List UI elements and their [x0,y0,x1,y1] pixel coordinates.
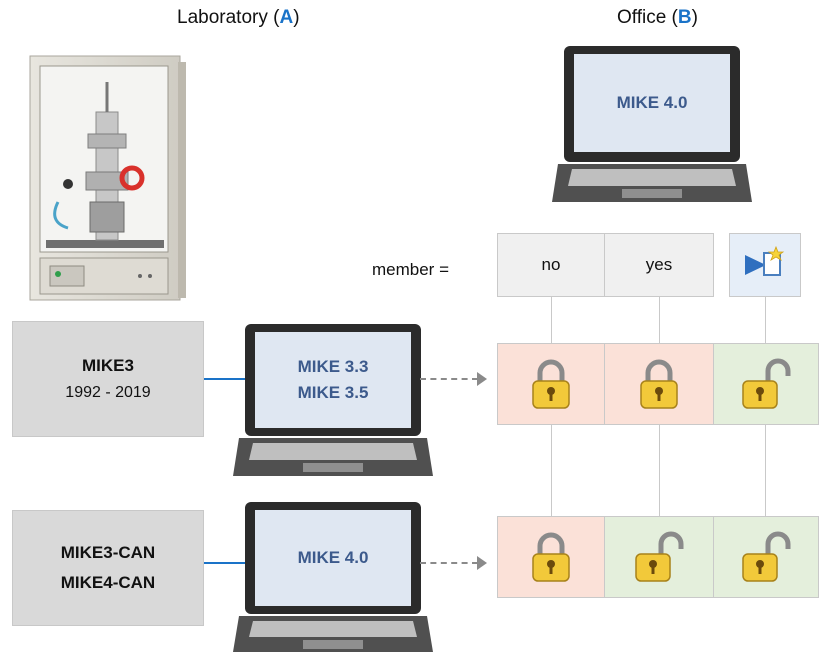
office-heading-text: Office ( [617,7,678,28]
lock-cell-row2-yes [604,516,714,598]
connector-no-top [551,297,552,343]
column-header-no-label: no [541,255,561,274]
laptop-row2: MIKE 4.0 [233,500,433,658]
connector-export-mid [765,424,766,516]
lock-cell-row1-yes [604,343,714,425]
unlocked-padlock-icon [635,531,684,582]
laptop-row1-line1: MIKE 3.3 [297,356,369,376]
locked-padlock-icon [532,359,570,409]
software-box-title: MIKE3-CAN [60,543,156,562]
lock-cell-row2-no [497,516,605,598]
connection-line-row1 [204,378,248,380]
laptop-row2-screen: MIKE 4.0 [255,510,411,606]
laptop-row1: MIKE 3.3 MIKE 3.5 [233,322,433,482]
laboratory-heading: Laboratory (A) [177,7,300,29]
export-icon [745,245,785,276]
software-box-subtitle: MIKE4-CAN [60,573,156,592]
arrow-head-row2 [477,556,487,570]
column-header-yes: yes [604,233,714,297]
arrow-line-row1 [420,378,478,380]
connector-yes-mid [659,424,660,516]
connector-no-mid [551,424,552,516]
column-header-no: no [497,233,605,297]
lock-cell-row1-no [497,343,605,425]
office-heading: Office (B) [617,7,698,29]
software-box-title: MIKE3 [82,356,134,375]
office-laptop-screen-text: MIKE 4.0 [616,92,688,112]
locked-padlock-icon [532,532,570,582]
connector-export-top [765,297,766,343]
laboratory-heading-text: Laboratory ( [177,7,280,28]
office-key: B [677,7,692,28]
laptop-row2-line1: MIKE 4.0 [297,547,369,567]
column-header-export[interactable] [729,233,801,297]
software-box-subtitle: 1992 - 2019 [65,384,151,401]
instrument-cabinet-image [28,52,188,304]
office-laptop: MIKE 4.0 [552,42,752,212]
column-header-yes-label: yes [645,255,673,274]
connector-yes-top [659,297,660,343]
laptop-row1-screen: MIKE 3.3 MIKE 3.5 [255,332,411,428]
software-box-mike3: MIKE3 1992 - 2019 [12,321,204,437]
arrow-line-row2 [420,562,478,564]
office-heading-close: ) [691,7,698,28]
office-laptop-screen: MIKE 4.0 [574,54,730,152]
laboratory-heading-close: ) [293,7,300,28]
arrow-head-row1 [477,372,487,386]
member-label: member = [372,260,449,279]
unlocked-padlock-icon [742,358,791,409]
connection-line-row2 [204,562,248,564]
lock-cell-row1-export [713,343,819,425]
unlocked-padlock-icon [742,531,791,582]
locked-padlock-icon [640,359,678,409]
laboratory-key: A [279,7,294,28]
laptop-row1-line2: MIKE 3.5 [297,383,369,402]
software-box-can: MIKE3-CAN MIKE4-CAN [12,510,204,626]
lock-cell-row2-export [713,516,819,598]
